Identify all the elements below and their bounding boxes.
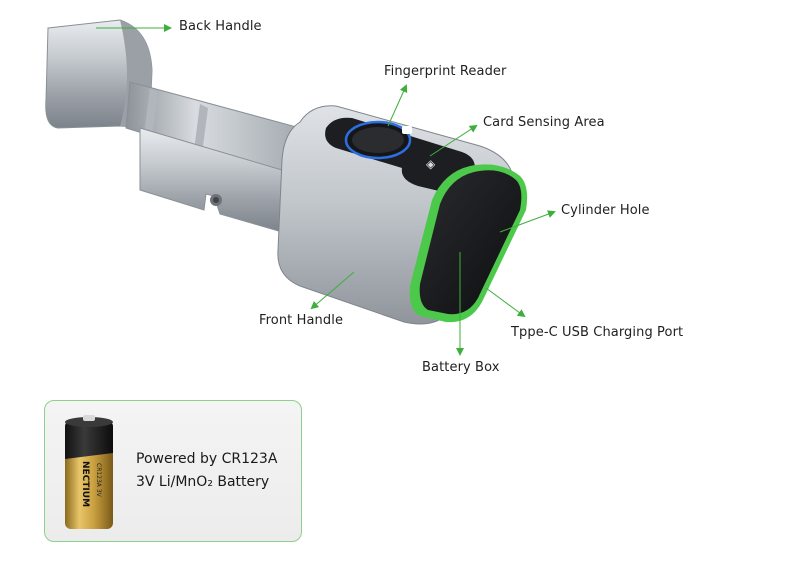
- cylinder-hole-label: Cylinder Hole: [561, 203, 650, 218]
- card-sensing-area-label: Card Sensing Area: [483, 115, 605, 130]
- cr123a-battery-image: NECTIUM CR123A 3V: [65, 415, 113, 529]
- back-handle-label: Back Handle: [179, 19, 262, 34]
- battery-info-card: NECTIUM CR123A 3V Powered by CR123A 3V L…: [44, 400, 302, 542]
- battery-caption-line2: 3V Li/MnO₂ Battery: [136, 474, 270, 490]
- front-handle-label: Front Handle: [259, 313, 344, 328]
- status-led: [402, 126, 412, 134]
- usb-port-label: Tppe-C USB Charging Port: [511, 325, 684, 340]
- battery-caption-line1: Powered by CR123A: [136, 451, 278, 467]
- lock-body: ◈: [277, 105, 528, 325]
- battery-box-label: Battery Box: [422, 360, 500, 375]
- battery-brand-text: NECTIUM: [80, 461, 90, 507]
- battery-model-text: CR123A 3V: [95, 463, 102, 498]
- fingerprint-reader-label: Fingerprint Reader: [384, 64, 507, 79]
- callout-arrows: [96, 24, 556, 356]
- front-face: [419, 170, 522, 315]
- card-sensing-area-icon: ◈: [426, 157, 436, 171]
